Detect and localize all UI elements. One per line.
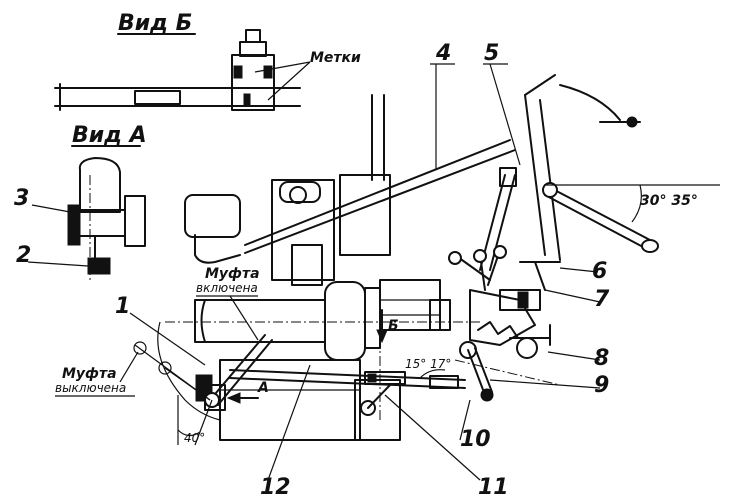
section-b-mark: Б — [388, 318, 399, 334]
callout-2: 2 — [16, 243, 31, 268]
clutch-engaged-line2: включена — [196, 281, 258, 295]
clutch-disengaged-line1: Муфта — [62, 366, 117, 382]
clutch-state-labels: Муфта включена Муфта выключена — [55, 266, 260, 397]
callout-leaders — [129, 63, 601, 481]
callout-3: 3 — [14, 186, 29, 211]
callout-6: 6 — [592, 259, 607, 284]
marks-label: Метки — [310, 50, 361, 66]
callout-5: 5 — [484, 41, 499, 66]
callout-10: 10 — [460, 427, 491, 452]
view-b-title: Вид Б — [118, 11, 192, 36]
callout-9: 9 — [594, 373, 609, 398]
callout-8: 8 — [594, 346, 609, 371]
callout-7: 7 — [594, 287, 610, 312]
section-a-mark: А — [257, 380, 269, 396]
callout-12: 12 — [260, 475, 291, 500]
view-b-detail: Вид Б Метки — [54, 11, 361, 111]
machine-body: Б А — [165, 94, 480, 441]
clutch-disengaged-line2: выключена — [55, 381, 126, 395]
angle-bottom-left: 40° — [184, 431, 205, 445]
view-a-detail: Вид А — [27, 123, 147, 280]
angle-middle: 15° 17° — [405, 357, 451, 371]
angle-top-right: 30° 35° — [640, 193, 698, 209]
view-a-title: Вид А — [72, 123, 147, 148]
callout-4: 4 — [435, 41, 451, 66]
callout-11: 11 — [478, 475, 509, 500]
callout-numbers: 1 2 3 4 5 6 7 8 9 10 11 12 — [14, 41, 610, 500]
linkage: 30° 35° 15° 17° — [133, 74, 720, 446]
callout-1: 1 — [115, 294, 130, 319]
clutch-engaged-line1: Муфта — [205, 266, 260, 282]
